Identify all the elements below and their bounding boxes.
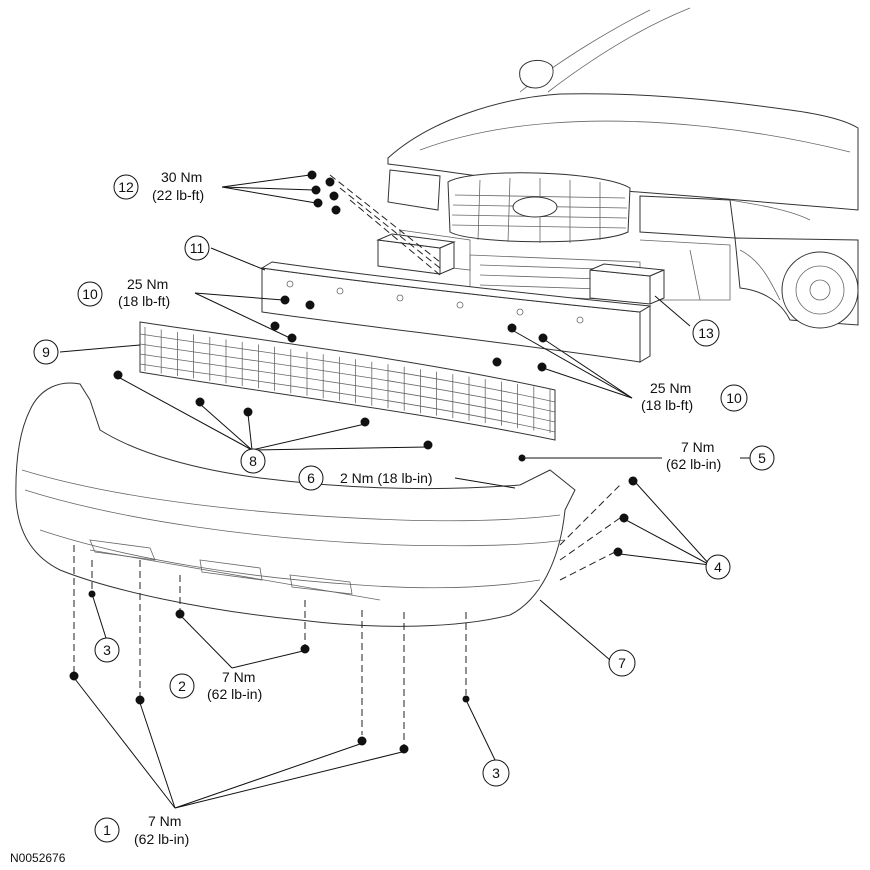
callout-number: 5 (758, 450, 766, 466)
figure-reference-id: N0052676 (10, 851, 66, 865)
torque-metric: 30 Nm (161, 169, 202, 185)
callout-3-right: 3 (482, 759, 510, 787)
callout-number: 4 (714, 559, 722, 575)
torque-metric: 7 Nm (148, 813, 181, 829)
callout-11: 11 (184, 235, 210, 261)
callout-13: 13 (692, 319, 720, 347)
callout-number: 9 (42, 344, 50, 360)
torque-imperial: (18 lb-ft) (641, 397, 693, 413)
torque-metric: 7 Nm (681, 439, 714, 455)
callout-number: 10 (82, 286, 98, 302)
callout-number: 10 (726, 390, 742, 406)
callout-3-left: 3 (94, 637, 120, 663)
leader-lines (59, 174, 750, 809)
torque-imperial: (18 lb-ft) (118, 293, 170, 309)
callout-number: 8 (249, 453, 257, 469)
callout-2: 2 7 Nm (62 lb-in) (169, 669, 262, 702)
callout-1: 1 7 Nm (62 lb-in) (94, 813, 189, 847)
callout-5: 7 Nm (62 lb-in) 5 (666, 439, 775, 472)
callout-7: 7 (608, 649, 636, 677)
callout-number: 1 (103, 822, 111, 838)
callout-8: 8 (240, 448, 266, 474)
vehicle-front-illustration (387, 7, 859, 329)
callout-number: 11 (190, 240, 205, 256)
fasteners (69, 170, 638, 754)
torque-single: 2 Nm (18 lb-in) (340, 470, 433, 486)
fastener-dash-lines (73, 174, 621, 745)
torque-imperial: (62 lb-in) (207, 686, 262, 702)
callout-number: 3 (492, 765, 500, 781)
callout-10-right: 25 Nm (18 lb-ft) 10 (641, 380, 748, 413)
callout-number: 3 (103, 642, 111, 658)
callout-12: 12 30 Nm (22 lb-ft) (113, 169, 204, 203)
callout-number: 13 (698, 325, 714, 341)
bumper-cover (15, 382, 576, 627)
torque-imperial: (62 lb-in) (666, 456, 721, 472)
callout-10-left: 10 25 Nm (18 lb-ft) (77, 276, 170, 309)
torque-metric: 7 Nm (222, 669, 255, 685)
torque-imperial: (62 lb-in) (134, 831, 189, 847)
torque-metric: 25 Nm (127, 276, 168, 292)
callout-6: 6 2 Nm (18 lb-in) (298, 465, 433, 491)
callout-number: 12 (118, 179, 134, 195)
callout-number: 7 (618, 655, 626, 671)
torque-imperial: (22 lb-ft) (152, 187, 204, 203)
callout-9: 9 (33, 339, 59, 365)
callout-4: 4 (705, 554, 731, 580)
torque-metric: 25 Nm (650, 380, 691, 396)
energy-absorber (139, 321, 556, 441)
callout-number: 2 (178, 678, 186, 694)
callout-number: 6 (307, 470, 315, 486)
